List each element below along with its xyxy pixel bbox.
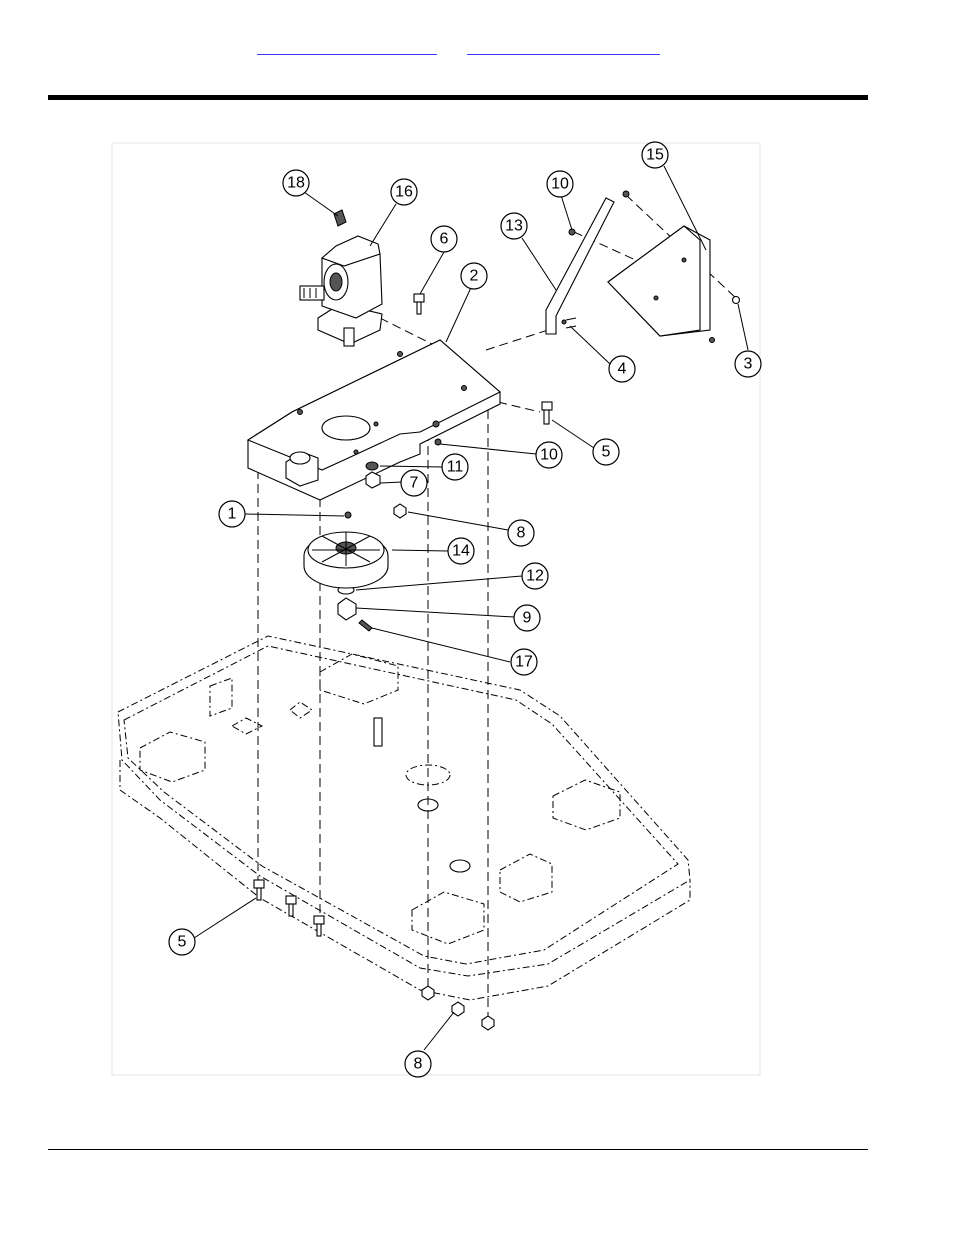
callout-11-label: 11 (447, 459, 464, 476)
callout-11: 11 (442, 454, 468, 480)
callout-5-top-label: 5 (602, 444, 611, 461)
callout-6: 6 (431, 226, 457, 252)
callout-2: 2 (461, 263, 487, 289)
callout-10-top-label: 10 (551, 176, 569, 193)
bottom-rule (48, 1149, 868, 1150)
callout-8-bottom: 8 (405, 1051, 431, 1077)
callout-14: 14 (448, 538, 474, 564)
callout-14-label: 14 (452, 543, 470, 560)
callout-9-label: 9 (523, 610, 532, 627)
bracket-13-part (546, 198, 614, 334)
shield-15-part (608, 226, 710, 336)
callout-8-top: 8 (508, 520, 534, 546)
callout-7-label: 7 (410, 475, 419, 492)
callout-18-label: 18 (287, 175, 305, 192)
callout-8-bottom-label: 8 (414, 1056, 423, 1073)
callout-5-bottom: 5 (169, 929, 195, 955)
gearbox-part (300, 210, 382, 346)
callout-10-top: 10 (547, 171, 573, 197)
callout-17: 17 (511, 649, 537, 675)
callout-16-label: 16 (395, 184, 413, 201)
callout-15-label: 15 (646, 147, 664, 164)
callout-13-label: 13 (505, 218, 523, 235)
callout-7: 7 (401, 470, 427, 496)
callout-1: 1 (219, 501, 245, 527)
callout-15: 15 (642, 142, 668, 168)
callout-17-label: 17 (515, 654, 533, 671)
callout-4-label: 4 (618, 361, 627, 378)
callout-5-bottom-label: 5 (178, 934, 187, 951)
callout-9: 9 (514, 605, 540, 631)
callout-5-top: 5 (593, 439, 619, 465)
callout-18: 18 (283, 170, 309, 196)
callout-12-label: 12 (526, 568, 544, 585)
callout-10-mid-label: 10 (540, 447, 558, 464)
callout-3: 3 (735, 351, 761, 377)
callout-2-label: 2 (470, 268, 479, 285)
callout-6-label: 6 (440, 231, 449, 248)
callout-4: 4 (609, 356, 635, 382)
callout-10-mid: 10 (536, 442, 562, 468)
callout-16: 16 (391, 179, 417, 205)
pulley-14-part (304, 532, 388, 588)
mower-deck-outline (118, 636, 690, 1000)
callout-8-top-label: 8 (517, 525, 526, 542)
callout-1-label: 1 (228, 506, 237, 523)
callout-3-label: 3 (744, 356, 753, 373)
callout-13: 13 (501, 213, 527, 239)
callout-12: 12 (522, 563, 548, 589)
bolt-6-part (414, 294, 424, 314)
